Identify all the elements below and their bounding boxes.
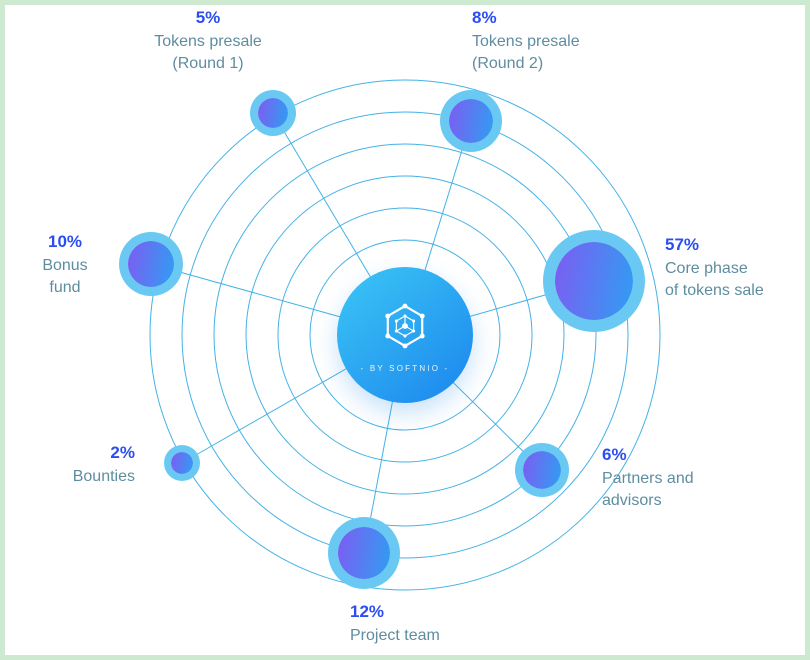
- orbit-ring: [245, 175, 565, 495]
- percent-value: 10%: [47, 232, 83, 251]
- label-project-team: 12% Project team: [350, 601, 440, 647]
- orbit-ring: [277, 207, 533, 463]
- node-tokens-presale-round-2: [449, 99, 493, 143]
- label-partners-advisors: 6% Partners and advisors: [602, 444, 694, 512]
- brand-byline: - BY SOFTNIO -: [360, 364, 450, 373]
- label-line: Partners and: [602, 470, 694, 487]
- label-bonus-fund: 10% Bonus fund: [34, 231, 96, 299]
- label-line: Tokens presale: [472, 33, 580, 50]
- node-bounties: [171, 452, 193, 474]
- node-bonus-fund: [128, 241, 174, 287]
- percent-value: 57%: [665, 235, 700, 254]
- node-partners-advisors: [523, 451, 561, 489]
- label-line: (Round 1): [172, 55, 244, 72]
- percent-value: 6%: [602, 445, 627, 464]
- label-line: Core phase: [665, 260, 748, 277]
- percent-value: 5%: [195, 8, 221, 27]
- center-hub: - BY SOFTNIO -: [337, 267, 473, 403]
- label-line: Project team: [350, 627, 440, 644]
- percent-value: 8%: [472, 8, 497, 27]
- label-tokens-presale-round-1: 5% Tokens presale (Round 1): [125, 7, 291, 75]
- label-line: of tokens sale: [665, 282, 764, 299]
- node-core-phase: [555, 242, 633, 320]
- label-line: (Round 2): [472, 55, 544, 72]
- label-tokens-presale-round-2: 8% Tokens presale (Round 2): [472, 7, 580, 75]
- node-project-team: [338, 527, 390, 579]
- softnio-logo-icon: [385, 303, 425, 349]
- label-line: Tokens presale: [154, 33, 262, 50]
- label-line: fund: [49, 279, 81, 296]
- label-line: Bonus: [42, 257, 88, 274]
- label-core-phase: 57% Core phase of tokens sale: [665, 234, 764, 302]
- percent-value: 12%: [350, 602, 385, 621]
- orbit-ring: [149, 79, 661, 591]
- orbit-ring: [309, 239, 501, 431]
- percent-value: 2%: [110, 443, 135, 462]
- orbit-ring: [181, 111, 629, 559]
- label-bounties: 2% Bounties: [45, 442, 135, 488]
- orbit-ring: [213, 143, 597, 527]
- label-line: Bounties: [72, 468, 135, 485]
- node-tokens-presale-round-1: [258, 98, 288, 128]
- label-line: advisors: [602, 492, 662, 509]
